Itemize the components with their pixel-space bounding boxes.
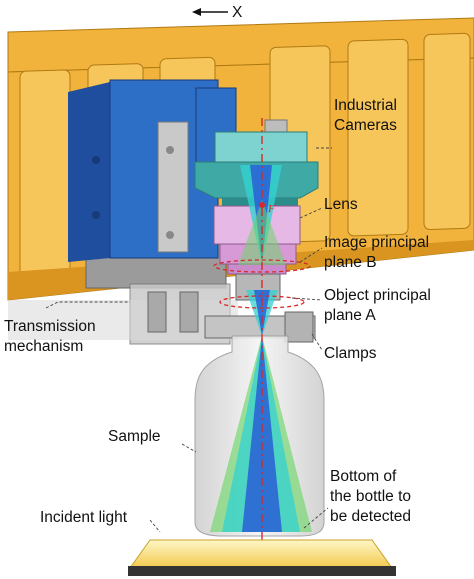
label-object-plane-2: plane A <box>324 307 376 324</box>
label-bottom-3: be detected <box>330 508 411 525</box>
x-axis-indicator: X <box>192 4 243 21</box>
label-bottom-2: the bottle to <box>330 488 411 505</box>
label-image-plane-1: Image principal <box>324 234 429 251</box>
label-sample: Sample <box>108 428 161 445</box>
label-industrial-cameras-1: Industrial <box>334 97 397 114</box>
label-industrial-cameras-2: Cameras <box>334 117 397 134</box>
focal-point-label: F <box>267 203 275 215</box>
label-transmission-2: mechanism <box>4 338 83 355</box>
label-clamps: Clamps <box>324 345 377 362</box>
label-transmission-1: Transmission <box>4 318 96 335</box>
label-image-plane-2: plane B <box>324 254 377 271</box>
label-bottom-1: Bottom of <box>330 468 397 485</box>
label-object-plane-1: Object principal <box>324 287 431 304</box>
label-lens: Lens <box>324 196 358 213</box>
focal-point <box>259 202 265 208</box>
light-source <box>128 540 396 576</box>
label-incident-light: Incident light <box>40 509 128 526</box>
x-axis-label: X <box>232 4 243 21</box>
